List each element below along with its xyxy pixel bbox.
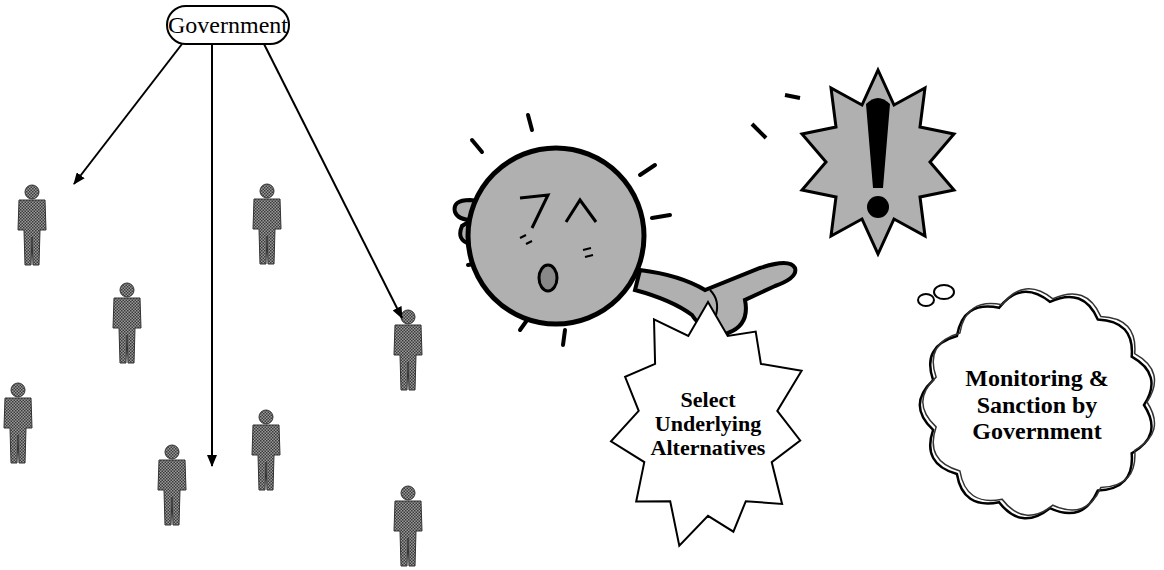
thinking-face — [455, 115, 796, 345]
exclamation-burst — [752, 70, 954, 254]
text-group: Monitoring & Sanction by Government — [952, 365, 1122, 444]
text-group: Select Underlying Alternatives — [643, 388, 773, 461]
starburst-node: Select Underlying Alternatives — [608, 300, 808, 548]
thought-bubbles — [918, 285, 954, 306]
rounded-box: Government — [166, 5, 290, 45]
thought-cloud: Monitoring & Sanction by Government — [912, 283, 1162, 527]
node-label: Government — [168, 12, 288, 38]
node-label: Select Underlying Alternatives — [643, 388, 773, 461]
text-group: Government — [168, 12, 288, 38]
directive-arrows — [74, 44, 402, 466]
node-label: Monitoring & Sanction by Government — [952, 365, 1122, 444]
